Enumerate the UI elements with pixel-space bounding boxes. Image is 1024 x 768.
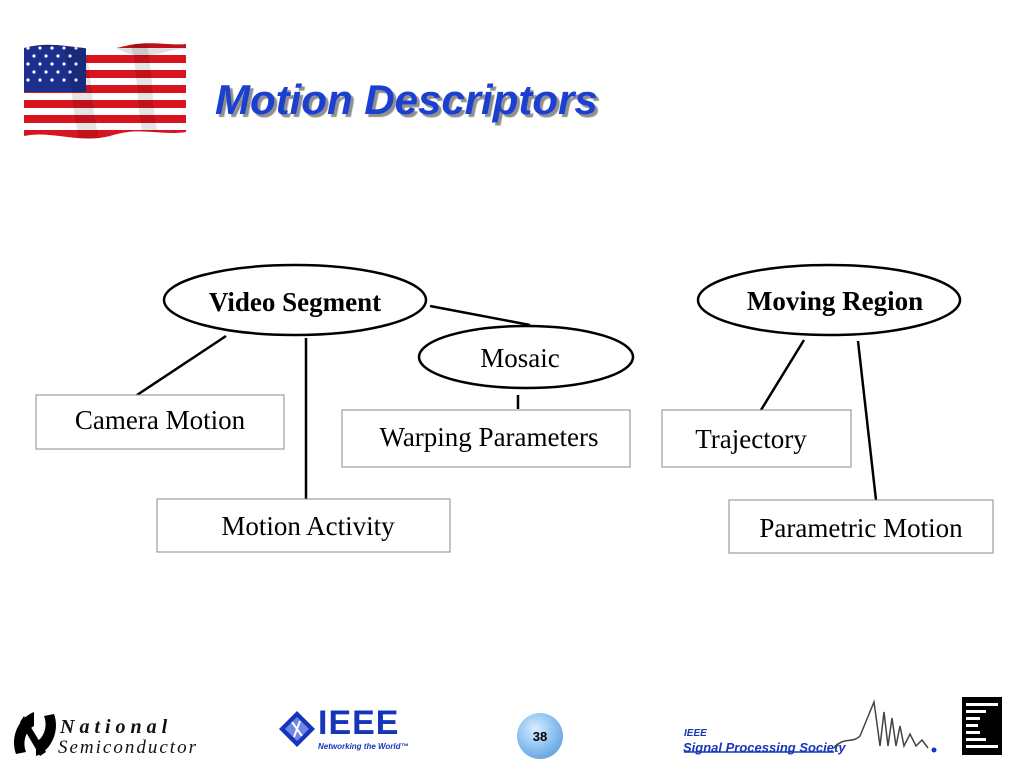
box-trajectory: Trajectory (661, 409, 852, 468)
page-number-badge: 38 (517, 713, 563, 759)
us-flag-icon (24, 43, 186, 139)
ieee-diamond-icon (279, 711, 315, 747)
slide-title: Motion Descriptors (215, 76, 598, 123)
box-camera-motion-label: Camera Motion (75, 405, 246, 435)
node-mosaic-label: Mosaic (480, 343, 560, 373)
box-parametric-motion: Parametric Motion (728, 499, 994, 554)
corner-logo-icon (962, 697, 1002, 755)
box-parametric-motion-label: Parametric Motion (759, 513, 963, 543)
ieee-wordmark: IEEE (318, 704, 400, 742)
connector-video-mosaic (429, 304, 531, 327)
ieee-tagline: Networking the World™ (318, 742, 409, 751)
box-trajectory-label: Trajectory (695, 424, 807, 454)
semiconductor-wordmark: Semiconductor (58, 737, 198, 758)
node-mosaic: Mosaic (417, 324, 635, 390)
national-semiconductor-logo-icon (14, 712, 56, 756)
signal-waveform-icon (684, 699, 937, 753)
box-camera-motion: Camera Motion (35, 394, 285, 450)
sps-ieee-label: IEEE (684, 728, 707, 739)
node-moving-region: Moving Region (696, 263, 962, 337)
box-motion-activity: Motion Activity (156, 498, 451, 553)
box-warping-parameters-label: Warping Parameters (380, 422, 599, 452)
node-moving-region-label: Moving Region (747, 286, 923, 316)
connector-video-camera (136, 334, 227, 397)
node-video-segment: Video Segment (162, 263, 428, 337)
national-wordmark: National (60, 716, 173, 738)
node-video-segment-label: Video Segment (209, 287, 381, 317)
connector-region-parametric (856, 340, 878, 501)
connector-region-trajectory (759, 339, 806, 411)
box-motion-activity-label: Motion Activity (221, 511, 395, 541)
box-warping-parameters: Warping Parameters (341, 409, 631, 468)
